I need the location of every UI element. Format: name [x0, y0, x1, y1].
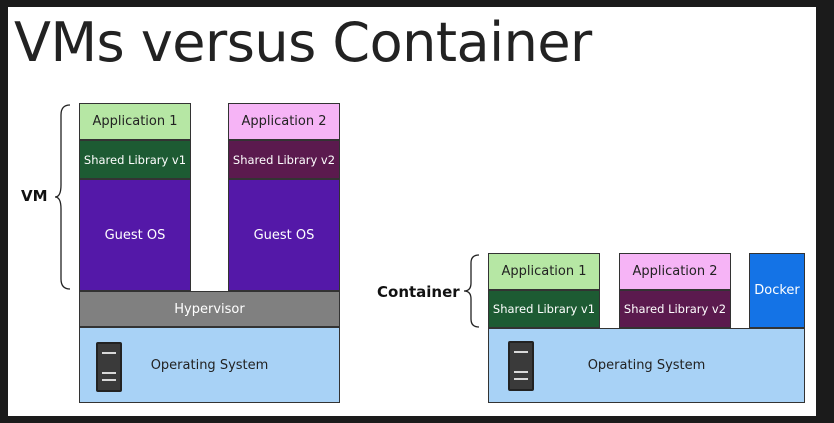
slide: VMs versus Container VM Application 1 Sh…: [8, 7, 816, 416]
hypervisor-block: Hypervisor: [79, 291, 340, 327]
container-lib1-block: Shared Library v1: [488, 290, 600, 328]
vm-host-os-label: Operating System: [150, 357, 269, 373]
vm-label: VM: [21, 187, 48, 205]
container-app1-label: Application 1: [501, 264, 587, 279]
vm-lib1-label: Shared Library v1: [83, 152, 187, 167]
server-icon: [508, 341, 534, 391]
container-app2-block: Application 2: [619, 253, 731, 290]
vm-lib2-label: Shared Library v2: [232, 152, 336, 167]
vm-lib1-block: Shared Library v1: [79, 140, 191, 179]
vm-lib2-block: Shared Library v2: [228, 140, 340, 179]
hypervisor-label: Hypervisor: [174, 301, 245, 317]
vm-app1-label: Application 1: [92, 114, 178, 129]
vm-guest-os1-block: Guest OS: [79, 179, 191, 291]
container-host-os-label: Operating System: [587, 358, 706, 373]
docker-label: Docker: [754, 283, 800, 298]
vm-guest-os2-label: Guest OS: [253, 227, 315, 243]
vm-host-os-block: Operating System: [79, 327, 340, 403]
vm-guest-os2-block: Guest OS: [228, 179, 340, 291]
container-lib2-label: Shared Library v2: [623, 302, 727, 316]
container-lib2-block: Shared Library v2: [619, 290, 731, 328]
vm-app1-block: Application 1: [79, 103, 191, 140]
container-brace: [463, 254, 480, 328]
container-lib1-label: Shared Library v1: [492, 302, 596, 316]
docker-block: Docker: [749, 253, 805, 328]
vm-brace: [54, 104, 71, 290]
server-icon: [96, 342, 122, 392]
vm-guest-os1-label: Guest OS: [104, 227, 166, 243]
container-app2-label: Application 2: [632, 264, 718, 279]
container-app1-block: Application 1: [488, 253, 600, 290]
vm-app2-label: Application 2: [241, 114, 327, 129]
vm-app2-block: Application 2: [228, 103, 340, 140]
slide-title: VMs versus Container: [14, 11, 592, 74]
container-label: Container: [377, 283, 460, 301]
container-host-os-block: Operating System: [488, 328, 805, 403]
